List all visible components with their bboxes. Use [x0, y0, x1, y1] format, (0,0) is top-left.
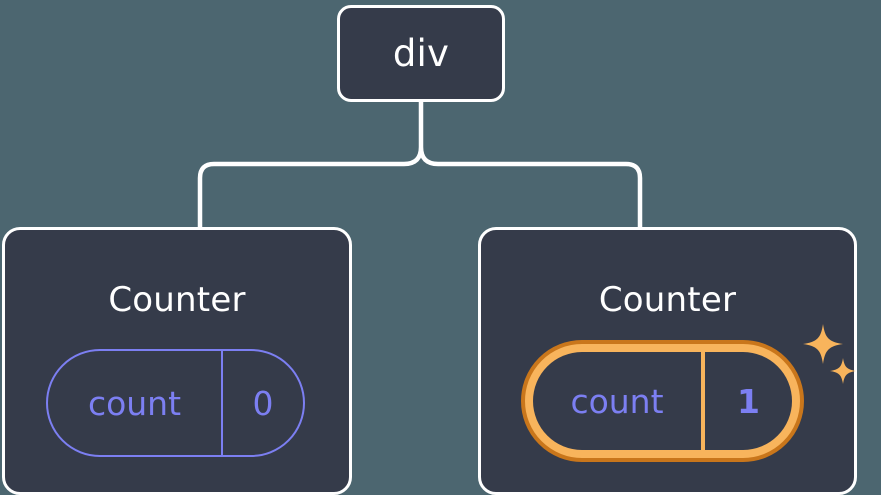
state-value-label: 0 — [221, 351, 303, 455]
node-div-label: div — [392, 32, 450, 75]
state-pill-count-left[interactable]: count 0 — [46, 349, 305, 457]
state-key-label: count — [87, 383, 182, 423]
node-counter-right[interactable]: Counter count 1 — [478, 227, 857, 495]
node-counter-left-label: Counter — [108, 280, 246, 320]
sparkle-small-icon — [830, 358, 856, 384]
state-pill-count-right-highlighted[interactable]: count 1 — [521, 340, 804, 462]
connector-path — [197, 98, 643, 231]
sparkle-large-icon — [803, 324, 843, 364]
node-div[interactable]: div — [337, 5, 505, 102]
state-value-label: 1 — [701, 352, 792, 450]
node-counter-right-label: Counter — [598, 280, 737, 320]
state-key-label: count — [570, 381, 664, 421]
node-counter-left[interactable]: Counter count 0 — [2, 227, 352, 495]
state-pill-inner: count 1 — [533, 352, 792, 450]
